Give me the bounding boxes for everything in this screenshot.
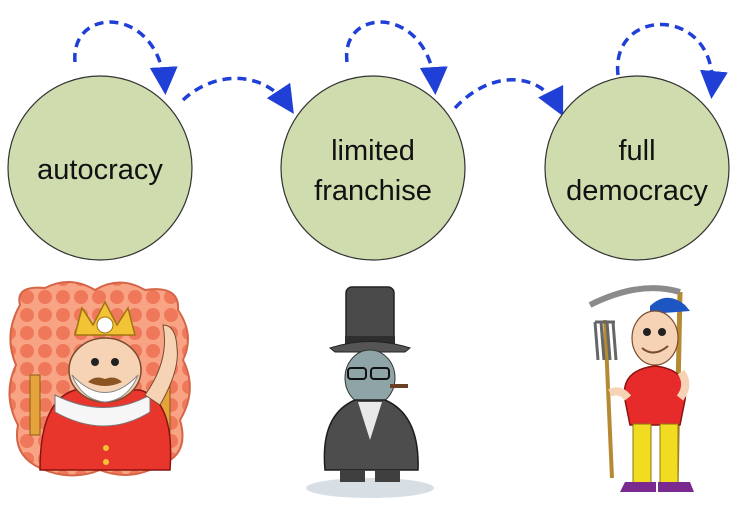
- node-autocracy: autocracy: [7, 75, 193, 261]
- node-limited-label-line1: limited: [331, 135, 415, 167]
- self-loop-limited: [345, 20, 448, 95]
- node-full-label-line2: democracy: [566, 175, 708, 207]
- self-loop-full: [616, 22, 728, 99]
- node-full-label-line1: full: [618, 135, 655, 167]
- self-loop-autocracy: [73, 20, 178, 95]
- arrow-autocracy-to-limited: [181, 76, 294, 114]
- king-illustration: [8, 281, 191, 477]
- rich-man-illustration: [306, 286, 434, 498]
- node-full-democracy: full democracy: [544, 75, 730, 261]
- node-limited-franchise: limited franchise: [280, 75, 466, 261]
- farmer-illustration: [588, 285, 694, 492]
- node-autocracy-label: autocracy: [37, 154, 163, 186]
- node-limited-label-line2: franchise: [314, 175, 432, 207]
- arrow-limited-to-full: [453, 78, 564, 117]
